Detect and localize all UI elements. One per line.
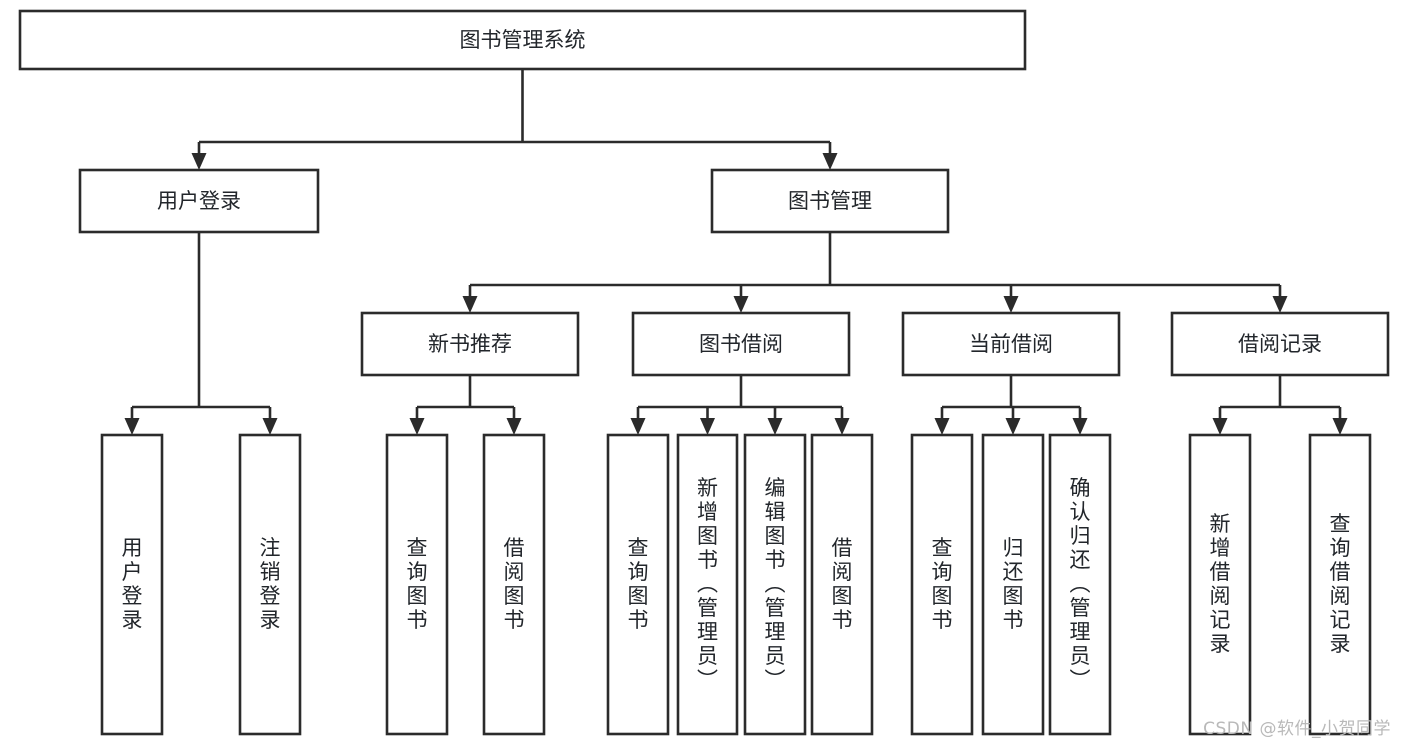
node-box[interactable]: [78, 168, 320, 234]
connector-group-n_book_mgmt: [462, 232, 1288, 313]
node-label: 新书推荐: [428, 332, 512, 356]
arrow-head-icon: [462, 296, 478, 313]
arrow-head-icon: [506, 418, 522, 435]
node-l-confirm-return-admin[interactable]: 确认归还︵管理员︶: [1048, 433, 1112, 736]
node-box[interactable]: [1188, 433, 1252, 736]
node-label-vertical: 查询图书: [628, 536, 649, 632]
node-label-vertical: 查询图书: [407, 536, 428, 632]
arrow-head-icon: [934, 418, 950, 435]
node-box[interactable]: [710, 168, 950, 234]
arrow-head-icon: [1005, 418, 1021, 435]
node-box[interactable]: [1170, 311, 1390, 377]
node-n-user-login[interactable]: 用户登录: [78, 168, 320, 234]
node-box[interactable]: [1048, 433, 1112, 736]
arrow-head-icon: [191, 153, 207, 170]
arrow-head-icon: [124, 418, 140, 435]
node-box[interactable]: [385, 433, 449, 736]
arrow-head-icon: [1072, 418, 1088, 435]
arrow-head-icon: [1212, 418, 1228, 435]
node-label-vertical: 借阅图书: [832, 536, 853, 632]
node-box[interactable]: [810, 433, 874, 736]
node-l-user-login[interactable]: 用户登录: [100, 433, 164, 736]
arrow-head-icon: [822, 153, 838, 170]
node-box[interactable]: [743, 433, 807, 736]
node-box[interactable]: [360, 311, 580, 377]
node-l-query-borrow-record[interactable]: 查询借阅记录: [1308, 433, 1372, 736]
node-label-vertical: 归还图书: [1003, 536, 1024, 632]
node-label: 图书管理: [788, 189, 872, 213]
node-box[interactable]: [631, 311, 851, 377]
csdn-watermark: CSDN @软件_小贺同学: [1203, 719, 1391, 739]
connector-group-n_user_login: [124, 232, 278, 435]
node-l-borrow-book-2[interactable]: 借阅图书: [810, 433, 874, 736]
node-box[interactable]: [482, 433, 546, 736]
node-label-vertical: 确认归还︵管理员︶: [1070, 476, 1091, 692]
connector-group-root: [191, 69, 838, 170]
node-box[interactable]: [910, 433, 974, 736]
node-label-vertical: 编辑图书︵管理员︶: [765, 476, 786, 692]
node-label: 用户登录: [157, 189, 241, 213]
node-label: 图书借阅: [699, 332, 783, 356]
node-box[interactable]: [238, 433, 302, 736]
node-box[interactable]: [1308, 433, 1372, 736]
connector-group-n_borrow_record: [1212, 375, 1348, 435]
arrow-head-icon: [1272, 296, 1288, 313]
node-label-vertical: 用户登录: [122, 536, 143, 632]
node-n-current-borrow[interactable]: 当前借阅: [901, 311, 1121, 377]
node-l-user-logout[interactable]: 注销登录: [238, 433, 302, 736]
node-l-query-book-1[interactable]: 查询图书: [385, 433, 449, 736]
node-label: 当前借阅: [969, 332, 1053, 356]
node-l-add-book-admin[interactable]: 新增图书︵管理员︶: [676, 433, 739, 736]
arrow-head-icon: [733, 296, 749, 313]
node-n-book-mgmt[interactable]: 图书管理: [710, 168, 950, 234]
arrow-head-icon: [834, 418, 850, 435]
node-label-vertical: 注销登录: [260, 536, 281, 632]
node-label-vertical: 查询借阅记录: [1330, 512, 1351, 656]
node-l-edit-book-admin[interactable]: 编辑图书︵管理员︶: [743, 433, 807, 736]
node-box[interactable]: [676, 433, 739, 736]
arrow-head-icon: [630, 418, 646, 435]
node-label: 借阅记录: [1238, 332, 1322, 356]
node-box[interactable]: [901, 311, 1121, 377]
node-label-vertical: 新增借阅记录: [1210, 512, 1231, 656]
node-n-book-borrow[interactable]: 图书借阅: [631, 311, 851, 377]
node-l-return-book[interactable]: 归还图书: [981, 433, 1045, 736]
node-n-new-book-rec[interactable]: 新书推荐: [360, 311, 580, 377]
arrow-head-icon: [767, 418, 783, 435]
node-box[interactable]: [606, 433, 670, 736]
arrow-head-icon: [700, 418, 715, 435]
connector-layer: [124, 69, 1348, 435]
node-n-borrow-record[interactable]: 借阅记录: [1170, 311, 1390, 377]
node-l-query-book-2[interactable]: 查询图书: [606, 433, 670, 736]
arrow-head-icon: [1332, 418, 1348, 435]
node-label-vertical: 新增图书︵管理员︶: [697, 476, 718, 692]
connector-group-n_book_borrow: [630, 375, 850, 435]
connector-group-n_new_book_rec: [409, 375, 522, 435]
node-label: 图书管理系统: [460, 28, 586, 52]
arrow-head-icon: [262, 418, 278, 435]
node-root[interactable]: 图书管理系统: [18, 9, 1027, 71]
node-box[interactable]: [981, 433, 1045, 736]
node-box[interactable]: [18, 9, 1027, 71]
arrow-head-icon: [409, 418, 425, 435]
node-l-add-borrow-record[interactable]: 新增借阅记录: [1188, 433, 1252, 736]
node-l-borrow-book-1[interactable]: 借阅图书: [482, 433, 546, 736]
node-l-query-book-3[interactable]: 查询图书: [910, 433, 974, 736]
connector-group-n_current_borrow: [934, 375, 1088, 435]
node-label-vertical: 查询图书: [932, 536, 953, 632]
node-layer: 图书管理系统用户登录图书管理新书推荐图书借阅当前借阅借阅记录用户登录注销登录查询…: [18, 9, 1390, 736]
node-box[interactable]: [100, 433, 164, 736]
arrow-head-icon: [1003, 296, 1019, 313]
node-label-vertical: 借阅图书: [504, 536, 525, 632]
